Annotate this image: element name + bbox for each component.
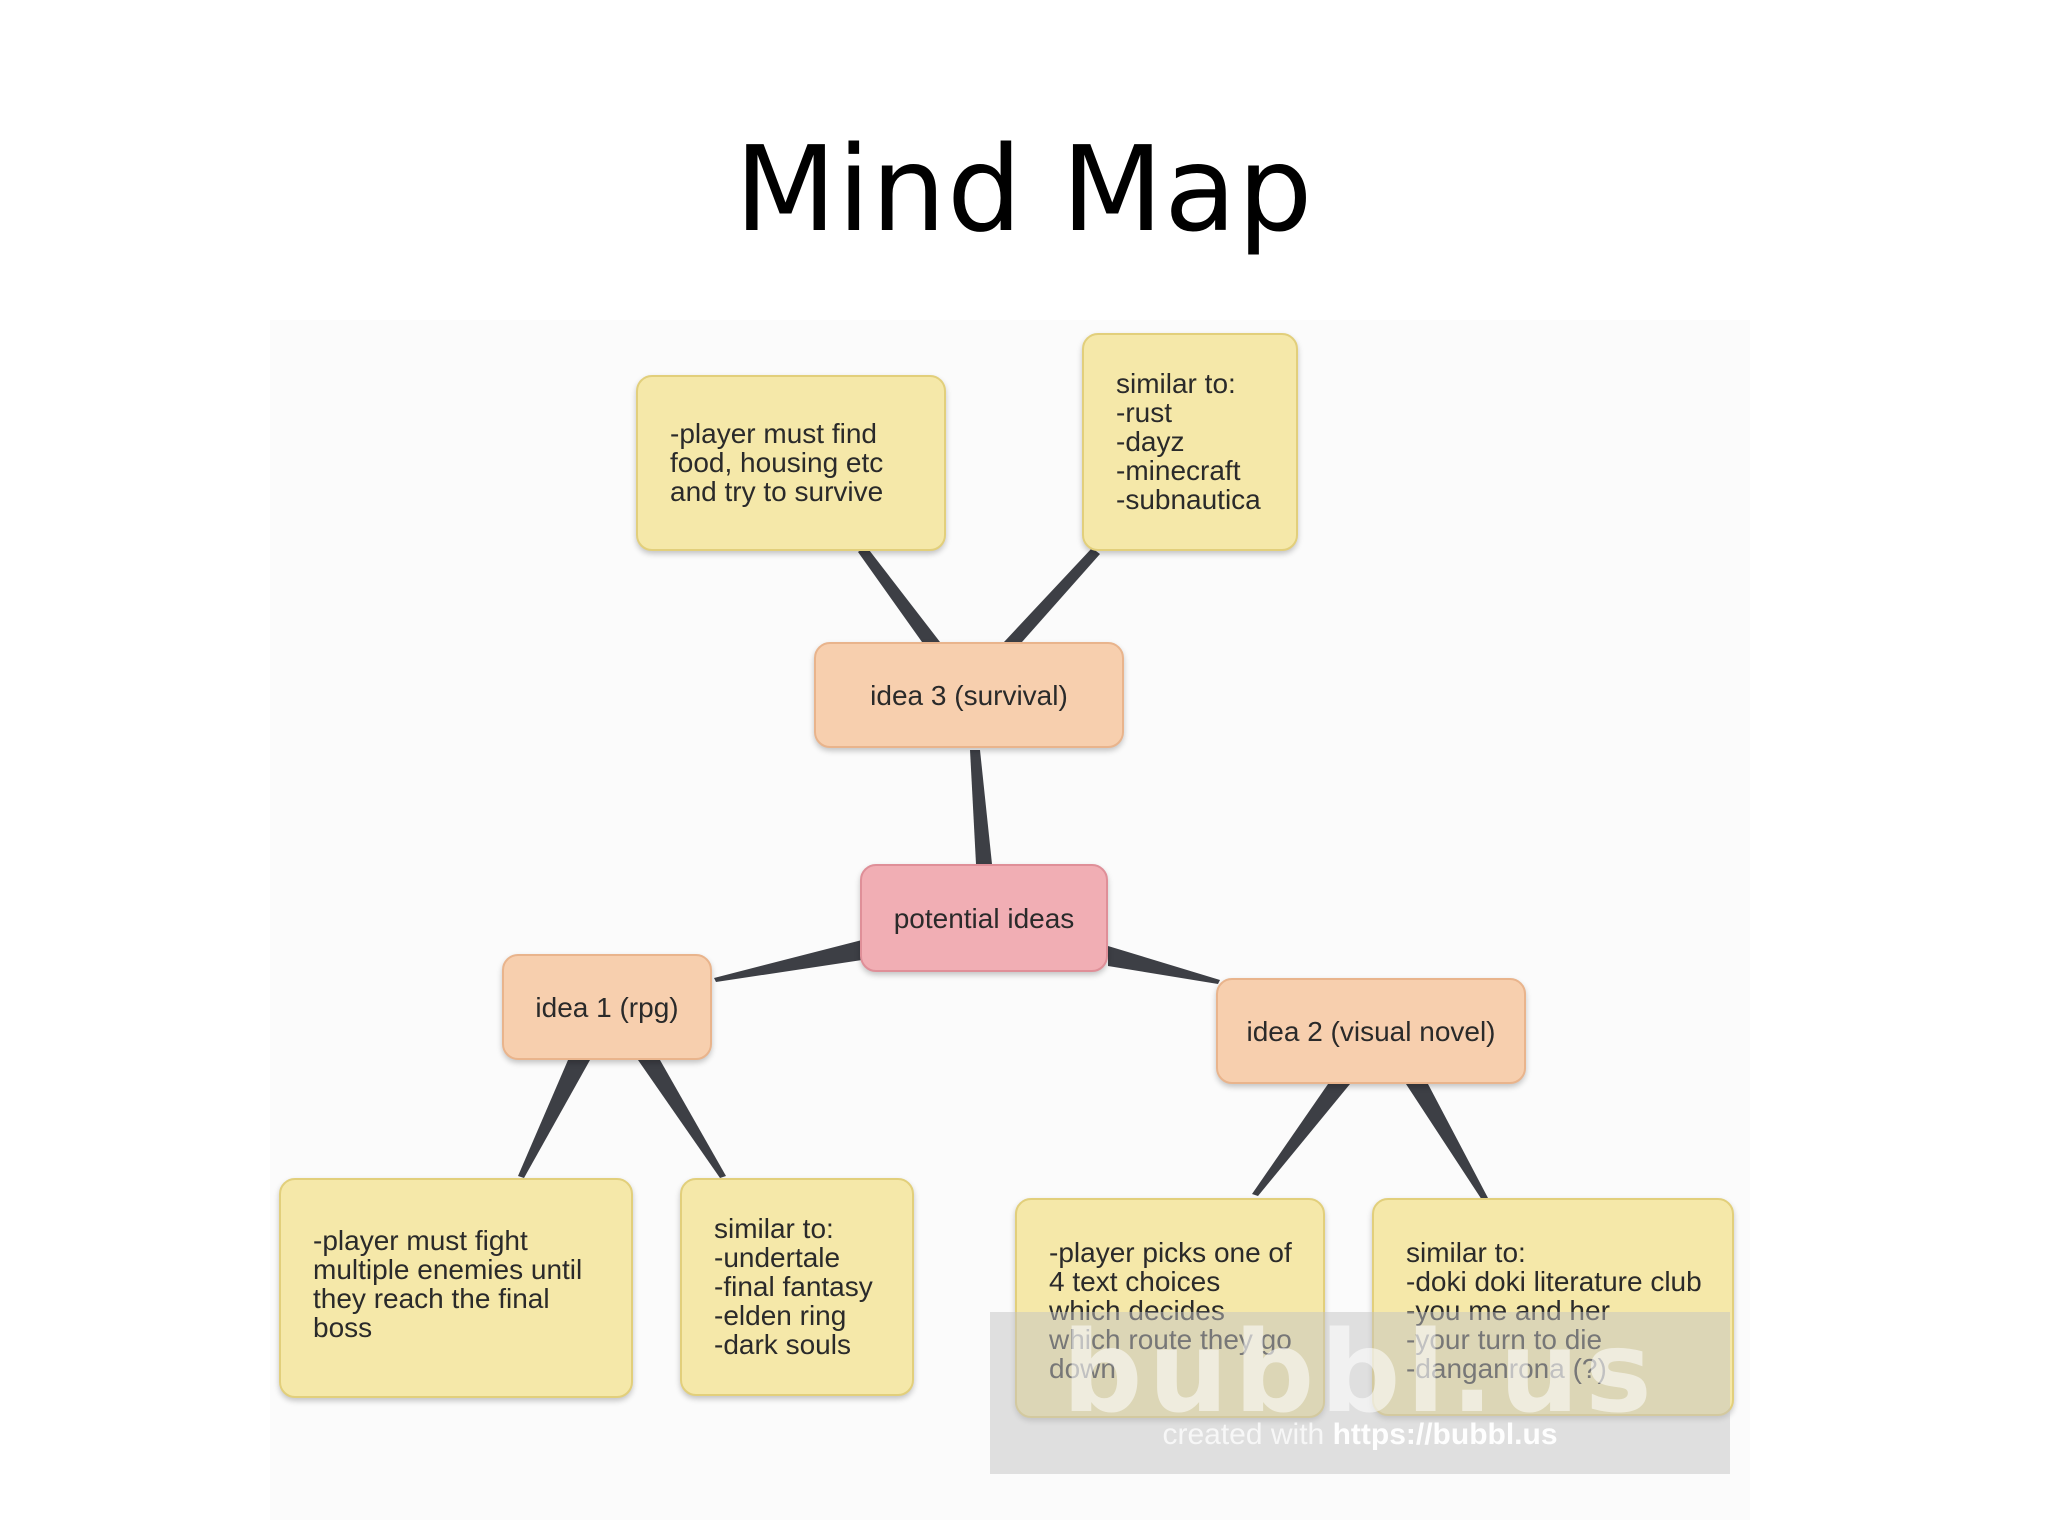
root-label: potential ideas <box>893 902 1075 934</box>
idea1-node[interactable]: idea 1 (rpg) <box>502 954 712 1060</box>
idea2-description-node[interactable]: -player picks one of 4 text choices whic… <box>1015 1198 1325 1418</box>
idea3-similar-line-4: -minecraft <box>1116 455 1241 486</box>
idea3-desc-line-2: food, housing etc <box>670 447 884 478</box>
idea2-node[interactable]: idea 2 (visual novel) <box>1216 978 1526 1084</box>
connector-idea2-desc <box>1252 1084 1350 1196</box>
idea2-similar-line-1: similar to: <box>1406 1237 1526 1268</box>
idea3-node[interactable]: idea 3 (survival) <box>814 642 1124 748</box>
idea2-desc-line-5: down <box>1049 1353 1116 1384</box>
idea1-similar-line-1: similar to: <box>714 1213 834 1244</box>
idea1-description-node[interactable]: -player must fight multiple enemies unti… <box>279 1178 633 1398</box>
connector-idea3-similar <box>1004 548 1100 642</box>
idea1-similar-line-5: -dark souls <box>714 1329 851 1360</box>
idea3-description-node[interactable]: -player must find food, housing etc and … <box>636 375 946 551</box>
idea3-similar-line-5: -subnautica <box>1116 484 1261 515</box>
idea1-desc-line-4: boss <box>313 1312 373 1343</box>
connector-idea1-similar <box>638 1060 726 1178</box>
idea1-similar-line-4: -elden ring <box>714 1300 847 1331</box>
idea2-similar-line-2: -doki doki literature club <box>1406 1266 1702 1297</box>
idea3-desc-line-1: -player must find <box>670 418 877 449</box>
connector-root-idea2 <box>1108 946 1220 984</box>
idea3-desc-line-3: and try to survive <box>670 476 884 507</box>
idea3-label: idea 3 (survival) <box>870 679 1068 711</box>
connector-root-idea3 <box>970 750 992 864</box>
idea2-similar-line-4: -your turn to die <box>1406 1324 1603 1355</box>
idea1-desc-line-2: multiple enemies until <box>313 1254 583 1285</box>
connector-root-idea1 <box>714 940 862 982</box>
idea1-similar-line-2: -undertale <box>714 1242 841 1273</box>
idea2-similar-line-5: -danganrona (?) <box>1406 1353 1607 1384</box>
root-node[interactable]: potential ideas <box>860 864 1108 972</box>
idea2-desc-line-2: 4 text choices <box>1049 1266 1221 1297</box>
idea2-similar-line-3: -you me and her <box>1406 1295 1610 1326</box>
idea1-similar-line-3: -final fantasy <box>714 1271 873 1302</box>
idea2-desc-line-4: which route they go <box>1049 1324 1292 1355</box>
idea2-desc-line-3: which decides <box>1049 1295 1225 1326</box>
idea2-desc-line-1: -player picks one of <box>1049 1237 1292 1268</box>
connector-idea2-similar <box>1406 1084 1488 1200</box>
idea1-similar-node[interactable]: similar to: -undertale -final fantasy -e… <box>680 1178 914 1396</box>
connector-idea1-desc <box>518 1060 590 1178</box>
idea3-similar-line-3: -dayz <box>1116 426 1185 457</box>
idea1-label: idea 1 (rpg) <box>535 991 679 1023</box>
idea2-similar-node[interactable]: similar to: -doki doki literature club -… <box>1372 1198 1734 1416</box>
idea2-label: idea 2 (visual novel) <box>1246 1015 1496 1047</box>
connector-idea3-desc <box>858 546 940 642</box>
idea1-desc-line-1: -player must fight <box>313 1225 528 1256</box>
idea3-similar-line-2: -rust <box>1116 397 1172 428</box>
idea3-similar-line-1: similar to: <box>1116 368 1236 399</box>
idea1-desc-line-3: they reach the final <box>313 1283 550 1314</box>
slide-title: Mind Map <box>734 120 1314 258</box>
idea3-similar-node[interactable]: similar to: -rust -dayz -minecraft -subn… <box>1082 333 1298 551</box>
